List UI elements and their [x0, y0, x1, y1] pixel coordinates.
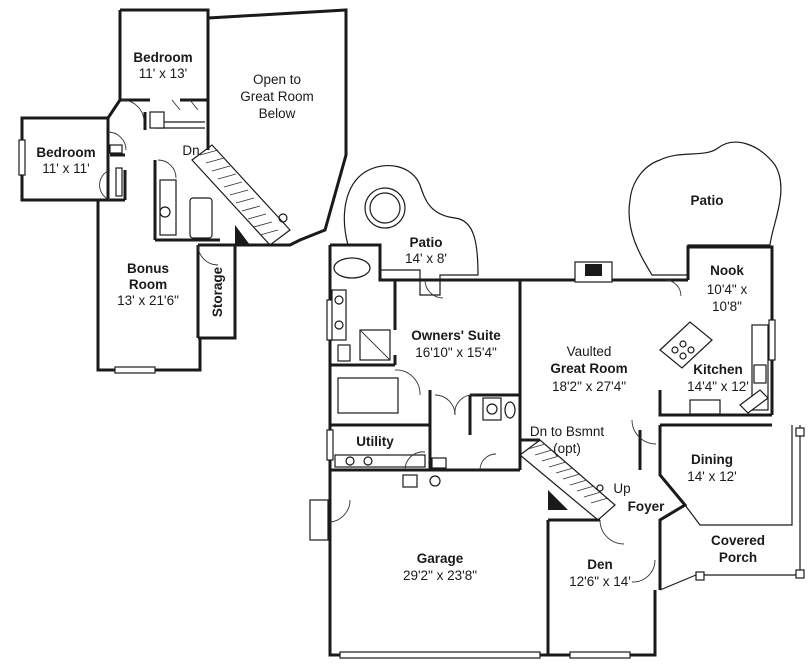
great-room-line-1: Vaulted: [567, 344, 612, 359]
bonus-room-line-2: Room: [129, 277, 167, 292]
hot-tub-outer: [364, 187, 406, 229]
upper-floor-interior-walls: [98, 18, 235, 340]
dn-bsmnt-line-1: Dn to Bsmnt: [530, 424, 605, 439]
owners-suite-size: 16'10" x 15'4": [415, 345, 497, 360]
open-to-line-3: Below: [259, 106, 296, 121]
rear-patio-name: Patio: [409, 235, 442, 250]
owners-bath-fixtures: [331, 257, 399, 414]
kitchen-name: Kitchen: [693, 362, 743, 377]
utility-fixtures: [334, 454, 447, 469]
main-windows: [309, 299, 776, 659]
den-size: 12'6" x 14': [569, 574, 631, 589]
covered-porch-line-2: Porch: [719, 550, 757, 565]
upper-windows: [18, 139, 156, 374]
covered-porch-outline: [659, 425, 805, 591]
upper-bath-fixtures: [109, 111, 213, 239]
upper-floor: Bedroom 11' x 13' Open to Great Room Bel…: [18, 8, 348, 374]
upper-door-swings: [99, 99, 219, 266]
basement-stair: [519, 439, 616, 521]
kitchen-fixtures: [659, 321, 769, 415]
bedroom-1-name: Bedroom: [133, 50, 192, 65]
bonus-room-line-1: Bonus: [127, 261, 169, 276]
great-room-size: 18'2" x 27'4": [552, 379, 626, 394]
nook-name: Nook: [710, 263, 744, 278]
open-to-line-2: Great Room: [240, 89, 314, 104]
utility-name: Utility: [356, 434, 394, 449]
rear-patio-size: 14' x 8': [405, 251, 447, 266]
garage-size: 29'2" x 23'8": [403, 568, 477, 583]
rear-patio-outline: [343, 164, 479, 296]
main-floor: Patio 14' x 8' Patio Nook 10'4" x 10'8" …: [309, 141, 805, 659]
powder-room-fixtures: [482, 397, 516, 421]
hot-tub-inner: [369, 192, 401, 224]
owners-suite-name: Owners' Suite: [411, 328, 501, 343]
covered-porch-line-1: Covered: [711, 533, 765, 548]
nook-size-line-1: 10'4" x: [707, 282, 748, 297]
dn-bsmnt-line-2: (opt): [553, 441, 581, 456]
bedroom-2-size: 11' x 11': [42, 161, 89, 176]
dining-size: 14' x 12': [687, 469, 736, 484]
foyer-name: Foyer: [628, 499, 666, 514]
kitchen-size: 14'4" x 12': [687, 379, 749, 394]
bedroom-1-size: 11' x 13': [139, 66, 187, 81]
bonus-room-size: 13' x 21'6": [117, 293, 179, 308]
storage-label: Storage: [210, 266, 225, 317]
stair-down-label: Dn: [182, 143, 199, 158]
garage-name: Garage: [417, 551, 464, 566]
dining-name: Dining: [691, 452, 733, 467]
right-patio-name: Patio: [690, 193, 723, 208]
right-patio-outline: [628, 141, 782, 276]
stair-up-label: Up: [613, 481, 630, 496]
den-name: Den: [587, 557, 613, 572]
upper-stair: [191, 144, 291, 246]
nook-size-line-2: 10'8": [712, 299, 742, 314]
great-room-line-2: Great Room: [550, 361, 627, 376]
bedroom-2-name: Bedroom: [36, 145, 95, 160]
open-to-line-1: Open to: [253, 72, 301, 87]
main-door-swings: [329, 279, 682, 583]
